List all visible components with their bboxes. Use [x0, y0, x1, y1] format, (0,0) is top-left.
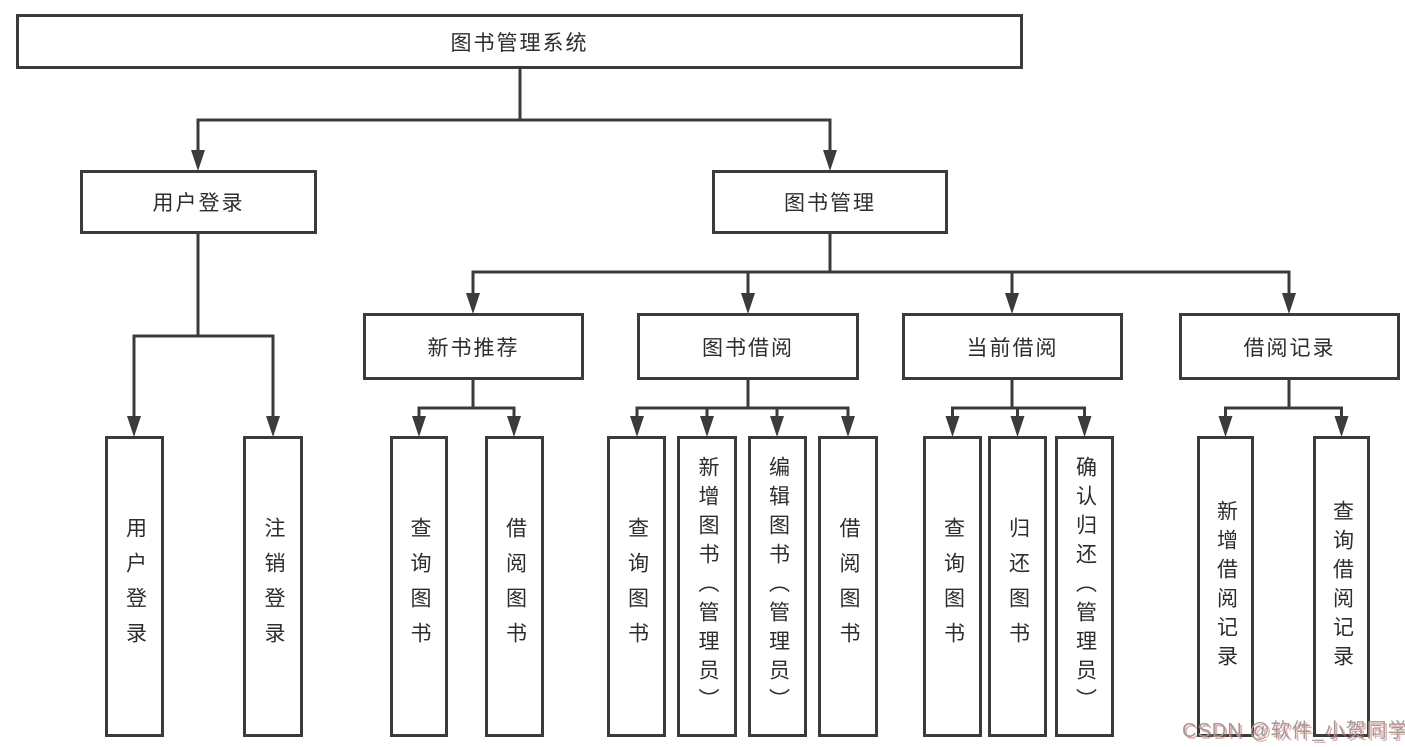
leaf-add-borrow-record: 新增借阅记录 — [1197, 436, 1254, 737]
leaf-edit-book-admin-label: 编辑图书（管理员） — [766, 456, 790, 717]
leaf-borrowing-borrow-book: 借阅图书 — [818, 436, 878, 737]
leaf-user-login-label: 用户登录 — [123, 516, 147, 657]
leaf-user-login: 用户登录 — [105, 436, 164, 737]
leaf-confirm-return-admin-label: 确认归还（管理员） — [1073, 456, 1097, 717]
leaf-borrowing-query-book: 查询图书 — [607, 436, 666, 737]
csdn-watermark: CSDN @软件_小贺同学 — [1182, 720, 1405, 742]
node-book-borrowing: 图书借阅 — [637, 313, 859, 380]
leaf-current-query-book: 查询图书 — [923, 436, 982, 737]
node-user-login: 用户登录 — [80, 170, 317, 234]
node-borrowing-records-label: 借阅记录 — [1243, 336, 1336, 360]
node-user-login-label: 用户登录 — [152, 192, 245, 215]
node-root-system: 图书管理系统 — [16, 14, 1023, 69]
leaf-borrowing-borrow-book-label: 借阅图书 — [837, 516, 860, 657]
leaf-add-book-admin-label: 新增图书（管理员） — [696, 456, 719, 717]
node-current-borrowing: 当前借阅 — [902, 313, 1123, 380]
node-root-label: 图书管理系统 — [450, 31, 589, 55]
node-borrowing-records: 借阅记录 — [1179, 313, 1400, 380]
leaf-confirm-return-admin: 确认归还（管理员） — [1055, 436, 1114, 737]
leaf-query-borrow-record: 查询借阅记录 — [1313, 436, 1370, 737]
leaf-add-borrow-record-label: 新增借阅记录 — [1214, 499, 1238, 674]
node-new-book-recommend: 新书推荐 — [363, 313, 584, 380]
node-book-management: 图书管理 — [712, 170, 948, 234]
leaf-query-borrow-record-label: 查询借阅记录 — [1330, 499, 1354, 674]
leaf-logout: 注销登录 — [243, 436, 303, 737]
node-new-book-recommend-label: 新书推荐 — [427, 336, 520, 360]
node-book-borrowing-label: 图书借阅 — [702, 336, 794, 360]
node-book-management-label: 图书管理 — [784, 192, 876, 215]
leaf-return-book: 归还图书 — [988, 436, 1047, 737]
leaf-add-book-admin: 新增图书（管理员） — [677, 436, 737, 737]
node-current-borrowing-label: 当前借阅 — [966, 336, 1059, 360]
leaf-recommend-borrow-book-label: 借阅图书 — [503, 516, 527, 657]
leaf-borrowing-query-book-label: 查询图书 — [625, 516, 649, 657]
leaf-recommend-query-book-label: 查询图书 — [408, 516, 431, 657]
leaf-recommend-query-book: 查询图书 — [390, 436, 448, 737]
leaf-edit-book-admin: 编辑图书（管理员） — [748, 436, 807, 737]
leaf-return-book-label: 归还图书 — [1006, 516, 1030, 657]
leaf-recommend-borrow-book: 借阅图书 — [485, 436, 544, 737]
leaf-current-query-book-label: 查询图书 — [941, 516, 965, 657]
leaf-logout-label: 注销登录 — [262, 516, 285, 657]
